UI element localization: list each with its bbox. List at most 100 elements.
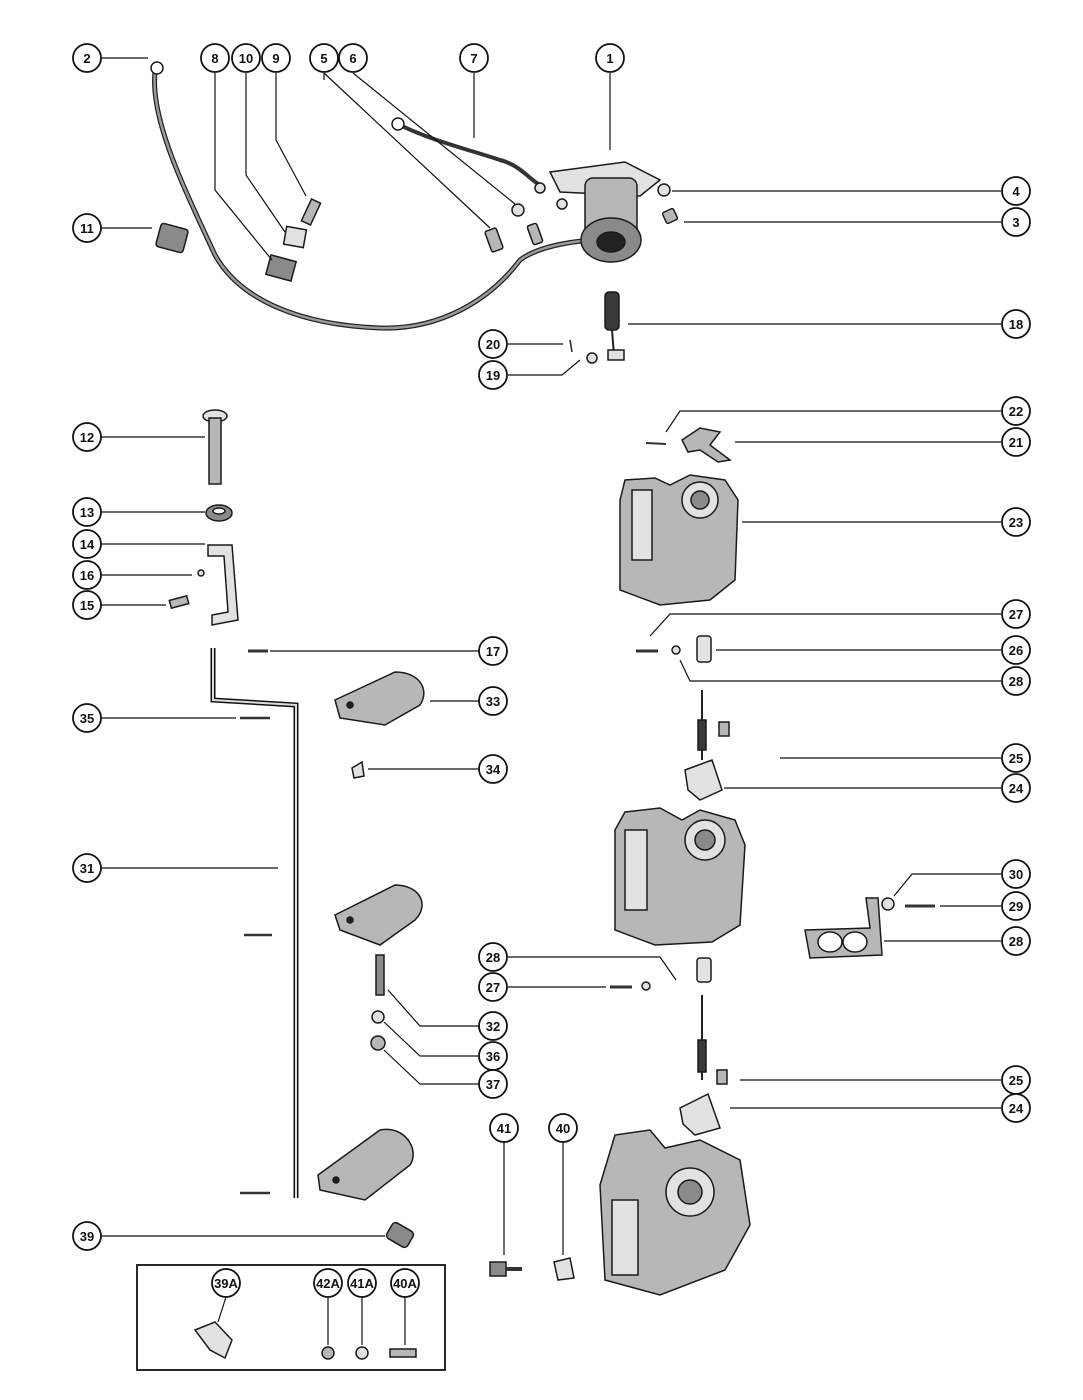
callout-41A: 41A [347, 1268, 377, 1298]
callout-5: 5 [309, 43, 339, 73]
callout-15: 15 [72, 590, 102, 620]
svg-text:19: 19 [486, 368, 500, 383]
callout-28-lower: 28 [478, 942, 508, 972]
svg-text:12: 12 [80, 430, 94, 445]
svg-text:32: 32 [486, 1019, 500, 1034]
svg-text:26: 26 [1009, 643, 1023, 658]
svg-text:17: 17 [486, 644, 500, 659]
callout-26: 26 [1001, 635, 1031, 665]
inset-box [136, 1264, 446, 1371]
solenoid-assembly [150, 61, 679, 331]
callout-6: 6 [338, 43, 368, 73]
svg-text:25: 25 [1009, 751, 1023, 766]
callout-39A: 39A [211, 1268, 241, 1298]
svg-text:21: 21 [1009, 435, 1023, 450]
carburetors [489, 427, 935, 1296]
svg-text:30: 30 [1009, 867, 1023, 882]
left-linkage [168, 409, 299, 1198]
callout-34: 33 [478, 686, 508, 716]
svg-text:27: 27 [486, 980, 500, 995]
callout-32: 31 [72, 853, 102, 883]
svg-text:10: 10 [239, 51, 253, 66]
callout-9: 9 [261, 43, 291, 73]
callout-33: 32 [478, 1011, 508, 1041]
callout-24-upper: 24 [1001, 773, 1031, 803]
callout-27-lower: 27 [478, 972, 508, 1002]
svg-text:40A: 40A [393, 1276, 417, 1291]
svg-text:18: 18 [1009, 317, 1023, 332]
svg-text:15: 15 [80, 598, 94, 613]
callout-22: 22 [1001, 396, 1031, 426]
svg-text:5: 5 [320, 51, 327, 66]
svg-text:7: 7 [470, 51, 477, 66]
callout-31: 30 [1001, 859, 1031, 889]
svg-text:25: 25 [1009, 1073, 1023, 1088]
svg-text:34: 34 [486, 762, 501, 777]
svg-text:28: 28 [1009, 934, 1023, 949]
callout-2: 2 [72, 43, 102, 73]
callout-40: 40 [548, 1113, 578, 1143]
callout-1: 1 [595, 43, 625, 73]
callout-27-upper: 27 [1001, 599, 1031, 629]
svg-text:31: 31 [80, 861, 94, 876]
callout-38: 37 [478, 1069, 508, 1099]
svg-text:16: 16 [80, 568, 94, 583]
callout-35: 34 [478, 754, 508, 784]
callout-23: 23 [1001, 507, 1031, 537]
svg-text:39: 39 [80, 1229, 94, 1244]
svg-text:8: 8 [211, 51, 218, 66]
callout-30: 29 [1001, 891, 1031, 921]
svg-text:39A: 39A [214, 1276, 238, 1291]
throttle-cams [317, 671, 425, 1249]
callout-16: 16 [72, 560, 102, 590]
callout-20: 20 [478, 329, 508, 359]
callout-42A: 42A [313, 1268, 343, 1298]
callout-10: 10 [231, 43, 261, 73]
svg-text:42A: 42A [316, 1276, 340, 1291]
svg-text:13: 13 [80, 505, 94, 520]
svg-text:41: 41 [497, 1121, 511, 1136]
svg-text:24: 24 [1009, 781, 1024, 796]
callout-12: 12 [72, 422, 102, 452]
svg-text:40: 40 [556, 1121, 570, 1136]
callout-37: 36 [478, 1041, 508, 1071]
svg-text:24: 24 [1009, 1101, 1024, 1116]
svg-text:28: 28 [486, 950, 500, 965]
svg-text:4: 4 [1012, 184, 1020, 199]
callout-25-lower: 25 [1001, 1065, 1031, 1095]
callout-24-lower: 24 [1001, 1093, 1031, 1123]
svg-text:28: 28 [1009, 674, 1023, 689]
leader-lines [101, 57, 1001, 1345]
svg-text:2: 2 [83, 51, 90, 66]
callout-3: 3 [1001, 207, 1031, 237]
svg-text:29: 29 [1009, 899, 1023, 914]
callout-40A: 40A [390, 1268, 420, 1298]
svg-text:23: 23 [1009, 515, 1023, 530]
svg-text:33: 33 [486, 694, 500, 709]
callout-13: 13 [72, 497, 102, 527]
callout-29: 28 [1001, 926, 1031, 956]
callout-19: 19 [478, 360, 508, 390]
callout-4: 4 [1001, 176, 1031, 206]
callout-14: 14 [72, 529, 102, 559]
svg-text:37: 37 [486, 1077, 500, 1092]
callout-17: 17 [478, 636, 508, 666]
callout-41: 41 [489, 1113, 519, 1143]
callout-25-upper: 25 [1001, 743, 1031, 773]
callout-8: 8 [200, 43, 230, 73]
svg-text:9: 9 [272, 51, 279, 66]
svg-text:6: 6 [349, 51, 356, 66]
callout-21: 21 [1001, 427, 1031, 457]
svg-text:22: 22 [1009, 404, 1023, 419]
svg-text:27: 27 [1009, 607, 1023, 622]
choke-knob [569, 291, 625, 364]
callout-7: 7 [459, 43, 489, 73]
svg-text:3: 3 [1012, 215, 1019, 230]
callout-11: 11 [72, 213, 102, 243]
svg-text:41A: 41A [350, 1276, 374, 1291]
svg-text:36: 36 [486, 1049, 500, 1064]
svg-text:20: 20 [486, 337, 500, 352]
callout-28-upper: 28 [1001, 666, 1031, 696]
callout-39: 39 [72, 1221, 102, 1251]
